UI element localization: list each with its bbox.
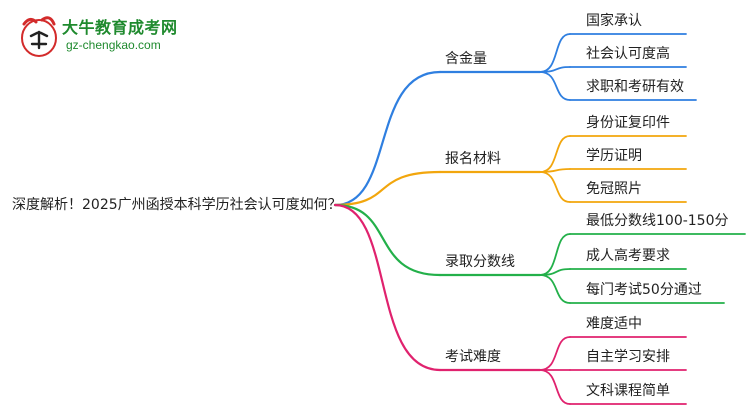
leaf-connector-3-3 — [539, 274, 571, 304]
leaf-label-4-1[interactable]: 难度适中 — [586, 316, 642, 332]
mindmap-root-topic[interactable]: 深度解析！2025广州函授本科学历社会认可度如何？ — [12, 197, 342, 213]
site-logo[interactable]: 大牛教育成考网 gz-chengkao.com — [10, 10, 200, 62]
leaf-connector-3-1 — [539, 233, 571, 276]
leaf-label-1-2[interactable]: 社会认可度高 — [586, 46, 670, 62]
leaf-connector-4-1 — [539, 336, 571, 371]
branch-connector-2 — [333, 170, 442, 207]
leaf-label-1-3[interactable]: 求职和考研有效 — [586, 79, 684, 95]
leaf-connector-2-3 — [539, 171, 571, 203]
leaf-label-2-1[interactable]: 身份证复印件 — [586, 115, 670, 131]
branch-label-2[interactable]: 报名材料 — [445, 151, 501, 167]
leaf-connector-1-2 — [539, 66, 571, 73]
branch-label-1[interactable]: 含金量 — [445, 51, 487, 67]
leaf-label-3-2[interactable]: 成人高考要求 — [586, 248, 670, 264]
branch-connector-4 — [333, 203, 442, 372]
branch-label-4[interactable]: 考试难度 — [445, 349, 501, 365]
leaf-label-2-2[interactable]: 学历证明 — [586, 148, 642, 164]
leaf-connector-4-3 — [539, 369, 571, 405]
leaf-connector-3-2 — [539, 268, 571, 276]
leaf-label-4-3[interactable]: 文科课程简单 — [586, 383, 670, 399]
leaf-connector-1-1 — [539, 33, 571, 73]
bull-logo-icon — [21, 16, 57, 57]
leaf-label-2-3[interactable]: 免冠照片 — [586, 181, 642, 197]
branch-connector-1 — [333, 70, 442, 207]
leaf-label-1-1[interactable]: 国家承认 — [586, 13, 642, 29]
logo-url: gz-chengkao.com — [66, 38, 161, 52]
leaf-label-3-1[interactable]: 最低分数线100-150分 — [586, 213, 729, 229]
leaf-connector-1-3 — [539, 71, 571, 101]
leaf-connector-2-1 — [539, 135, 571, 173]
leaf-label-4-2[interactable]: 自主学习安排 — [586, 349, 670, 365]
leaf-label-3-3[interactable]: 每门考试50分通过 — [586, 282, 702, 298]
branch-connector-3 — [333, 203, 442, 277]
logo-title: 大牛教育成考网 — [62, 18, 178, 37]
branch-label-3[interactable]: 录取分数线 — [445, 254, 515, 270]
